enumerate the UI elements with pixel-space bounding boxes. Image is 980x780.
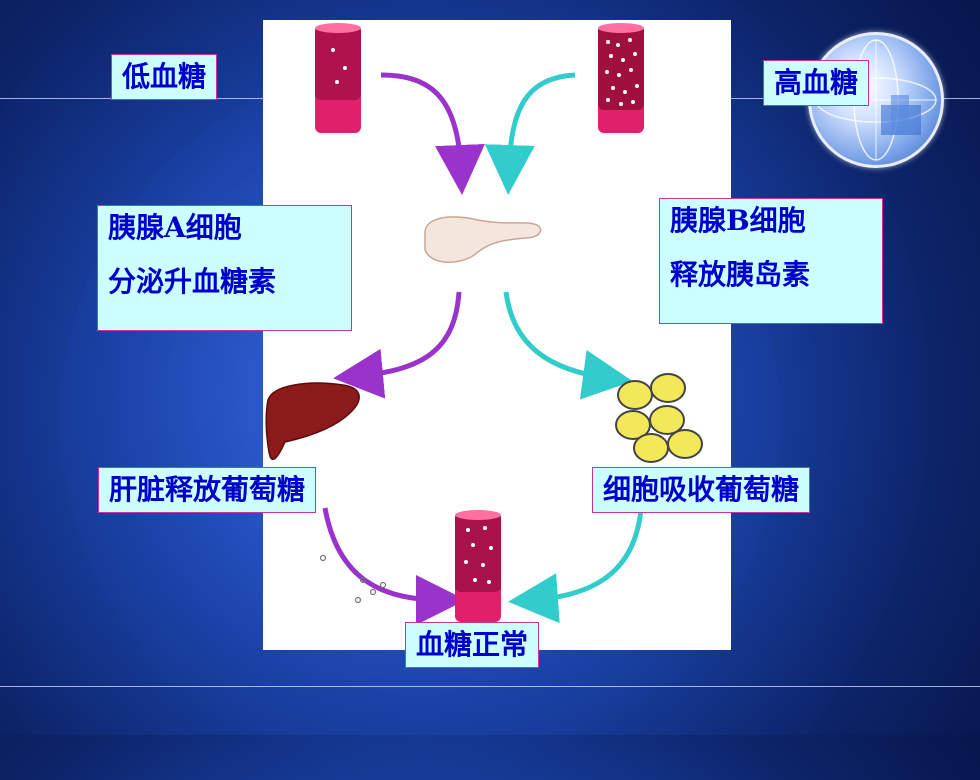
blood-tube-low-icon (315, 23, 361, 133)
arrow-cells-to-normal (508, 509, 644, 624)
label-high-glucose: 高血糖 (763, 60, 870, 106)
label-liver-release: 肝脏释放葡萄糖 (98, 467, 317, 513)
diagram-canvas (263, 20, 731, 650)
label-cell-uptake: 细胞吸收葡萄糖 (592, 467, 811, 513)
arrow-pancreas-to-cells (503, 291, 633, 400)
blood-tube-normal-icon (455, 510, 501, 622)
label-alpha-cell: 胰腺A细胞 分泌升血糖素 (97, 205, 352, 331)
arrow-high-to-pancreas (484, 72, 576, 195)
label-beta-cell: 胰腺B细胞 释放胰岛素 (659, 198, 883, 324)
fat-cells-icon (615, 373, 703, 463)
label-normal-glucose: 血糖正常 (405, 622, 540, 668)
arrow-liver-to-normal (322, 507, 466, 625)
pancreas-icon (424, 216, 542, 263)
globe-logo-icon (808, 32, 944, 168)
arrow-low-to-pancreas (380, 72, 485, 195)
blood-tube-high-icon (598, 23, 644, 133)
arrow-pancreas-to-liver (333, 291, 462, 399)
label-low-glucose: 低血糖 (111, 54, 218, 100)
bottom-divider-line (0, 686, 980, 687)
liver-icon (265, 382, 360, 461)
